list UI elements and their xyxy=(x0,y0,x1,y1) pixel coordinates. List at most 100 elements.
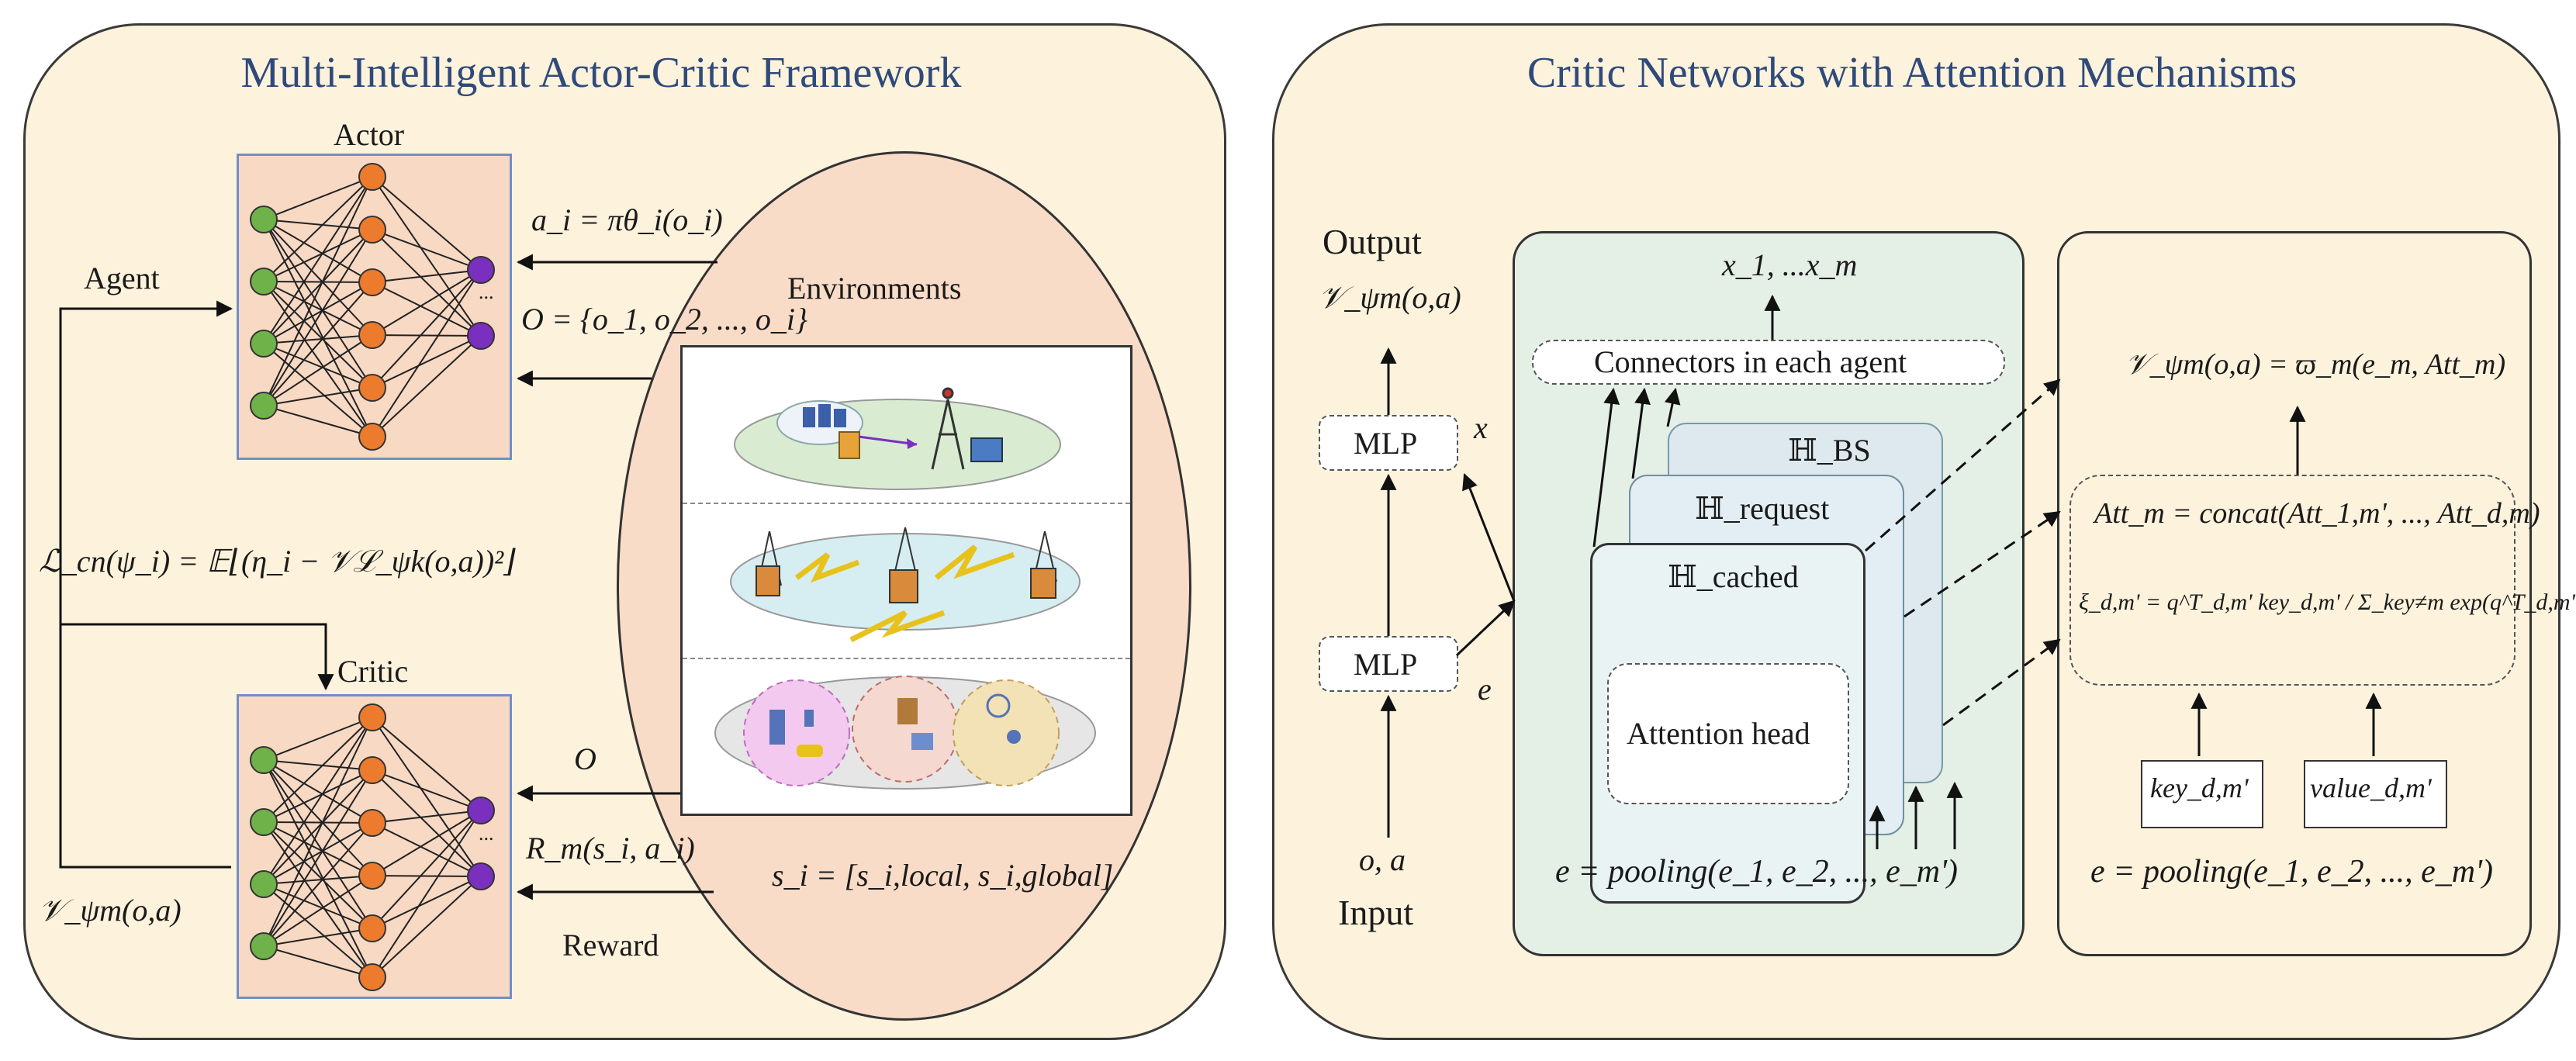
outputs-x-label: x_1, ...x_m xyxy=(1722,247,1858,282)
critic-value-label: 𝒱_ψm(o,a) xyxy=(39,893,182,928)
input-value: o, a xyxy=(1359,842,1406,877)
value-formula: 𝒱_ψm(o,a) = ϖ_m(e_m, Att_m) xyxy=(2125,348,2506,381)
input-node xyxy=(250,746,278,774)
person-icon xyxy=(1007,730,1021,744)
dashed-link-3 xyxy=(1942,638,2061,727)
actor-policy-formula: a_i = πθ_i(o_i) xyxy=(531,202,723,237)
network-edge xyxy=(372,269,482,437)
network-edge xyxy=(372,717,482,811)
att-formula: Att_m = concat(Att_1,m', ..., Att_d,m) xyxy=(2094,497,2540,530)
network-edge xyxy=(372,876,482,978)
network-edge xyxy=(372,269,482,283)
network-edge xyxy=(263,343,373,437)
right-panel-title: Critic Networks with Attention Mechanism… xyxy=(1527,49,2298,97)
actor-network-box xyxy=(237,154,512,460)
input-node xyxy=(250,932,278,960)
output-node xyxy=(467,797,495,824)
network-edge xyxy=(263,717,373,761)
phone-icon xyxy=(804,710,814,727)
output-node xyxy=(467,322,495,350)
network-edge xyxy=(263,759,373,876)
state-formula: s_i = [s_i,local, s_i,global] xyxy=(772,858,1114,893)
output-label: Output xyxy=(1323,222,1422,261)
edge-cluster-middle xyxy=(889,527,918,603)
edge-cluster-left xyxy=(756,530,782,596)
network-edge xyxy=(263,229,373,282)
network-edge xyxy=(263,875,373,885)
input-label: Input xyxy=(1338,893,1414,932)
hidden-node xyxy=(358,703,386,731)
network-edge xyxy=(263,176,373,282)
loss-to-critic-arrow xyxy=(61,623,334,691)
network-edge xyxy=(263,821,373,929)
network-edge xyxy=(263,176,373,406)
mlp-bottom-label: MLP xyxy=(1354,647,1418,682)
network-edge xyxy=(263,405,373,437)
cell-tower-icon xyxy=(931,387,965,470)
network-edge xyxy=(263,281,373,389)
network-edge xyxy=(372,810,482,929)
critic-ellipsis: ... xyxy=(479,822,494,845)
network-edge xyxy=(263,759,373,771)
value-label: value_d,m' xyxy=(2310,772,2432,804)
network-edge xyxy=(372,810,482,978)
network-edge xyxy=(263,229,373,344)
environments-label: Environments xyxy=(787,271,962,306)
attention-head-label: Attention head xyxy=(1627,716,1810,751)
edge-server-icon xyxy=(838,431,860,459)
network-edge xyxy=(263,717,373,885)
network-edge xyxy=(263,219,373,389)
dashed-link-1 xyxy=(1865,378,2061,552)
xi-formula: ξ_d,m' = q^T_d,m' key_d,m' / Σ_key≠m exp… xyxy=(2079,589,2576,615)
right-panel-arrows xyxy=(1380,294,2382,849)
network-edge xyxy=(372,810,482,824)
critic-label: Critic xyxy=(337,654,409,689)
network-edge xyxy=(263,219,373,283)
hidden-node xyxy=(358,216,386,244)
actor-label: Actor xyxy=(334,117,405,152)
network-edge xyxy=(372,176,482,271)
network-edge xyxy=(372,335,482,389)
network-edge xyxy=(263,759,373,824)
critic-network xyxy=(250,703,495,991)
network-edge xyxy=(263,343,373,389)
network-edge xyxy=(263,769,373,885)
connectors-box xyxy=(1532,340,2005,385)
connectors-label: Connectors in each agent xyxy=(1594,344,1907,379)
network-edge xyxy=(263,219,373,336)
cached-to-connector-arrow xyxy=(1592,387,1620,548)
key-box xyxy=(2141,760,2263,828)
actor-ellipsis: ... xyxy=(479,281,494,303)
mlp-top-label: MLP xyxy=(1354,426,1418,461)
mlp-bottom-box xyxy=(1319,636,1458,692)
network-edge xyxy=(263,387,373,406)
input-node xyxy=(250,206,278,233)
output-node xyxy=(467,256,495,284)
network-edge xyxy=(372,769,482,877)
scene-divider-bottom xyxy=(683,658,1130,659)
network-edge xyxy=(372,717,482,877)
network-edge xyxy=(263,769,373,823)
hidden-node xyxy=(358,321,386,349)
input-node xyxy=(250,330,278,358)
network-edge xyxy=(263,717,373,823)
lightning-left-icon xyxy=(794,552,860,583)
input-node xyxy=(250,870,278,898)
network-edge xyxy=(372,269,482,336)
critic-loss-formula: ℒ_cn(ψ_i) = 𝔼⌊(η_i − 𝒱ℒ_ψk(o,a))²⌋ xyxy=(39,544,516,579)
network-edge xyxy=(372,810,482,876)
network-edge xyxy=(263,759,373,929)
network-edge xyxy=(372,769,482,811)
input-node xyxy=(250,268,278,295)
input-node xyxy=(250,808,278,836)
network-edge xyxy=(263,769,373,947)
car-icon xyxy=(797,745,823,757)
actor-network xyxy=(250,163,495,451)
network-edge xyxy=(263,822,373,885)
observation-label: O xyxy=(574,741,596,776)
storage-icon xyxy=(970,437,1003,462)
network-edge xyxy=(263,281,373,437)
hidden-node xyxy=(358,914,386,942)
left-panel-arrows xyxy=(59,254,717,900)
head-bs-label: ℍ_BS xyxy=(1788,433,1871,468)
